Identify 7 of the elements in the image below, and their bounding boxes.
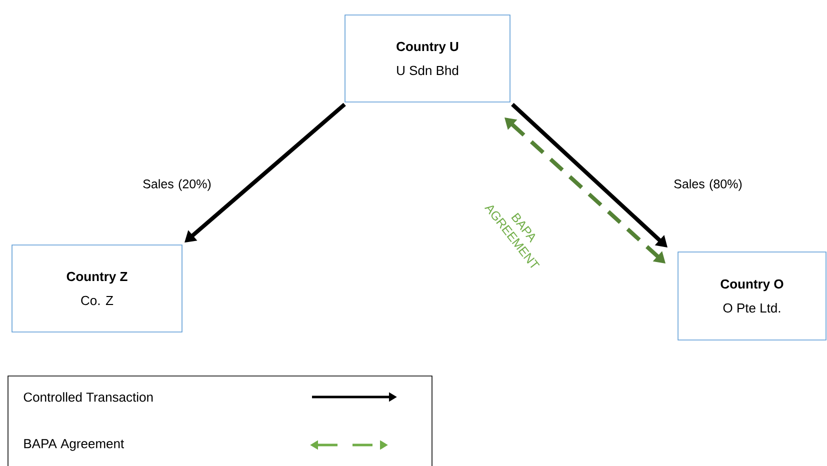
country-box: Country Z Co. Z xyxy=(12,244,182,332)
legend-label: BAPA Agreement xyxy=(24,439,124,451)
edge-label: Sales (20%) xyxy=(143,179,211,191)
legend-label: Controlled Transaction xyxy=(24,392,153,402)
edge-label: Sales (80%) xyxy=(674,179,742,191)
country-box: Country O O Pte Ltd. xyxy=(678,252,826,340)
country-box: Country U U Sdn Bhd xyxy=(344,14,510,102)
